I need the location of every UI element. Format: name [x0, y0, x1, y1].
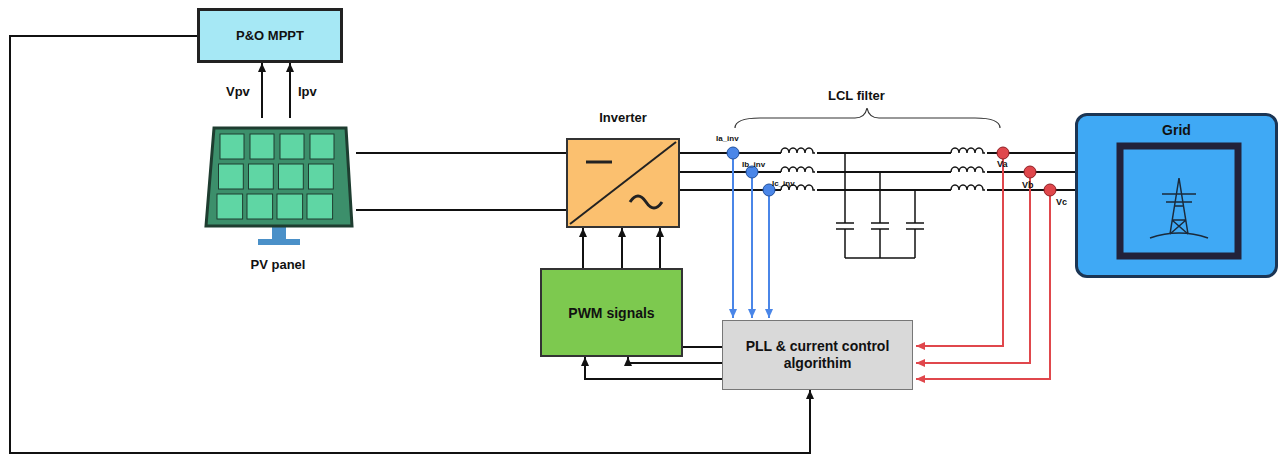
signal-name: Vc — [1056, 197, 1067, 207]
connector — [628, 357, 722, 363]
capacitor-symbols — [836, 153, 924, 258]
signal-name: Ib_inv — [742, 160, 765, 169]
filter-label: LCL filter — [828, 88, 885, 103]
current-sense-wires — [733, 159, 769, 318]
voltage-sensors — [997, 147, 1056, 196]
process-box: PLL & current control algorithim — [722, 320, 913, 390]
connector — [356, 152, 566, 154]
node-text: Inverter — [566, 110, 680, 132]
node-text: P&O MPPT — [236, 28, 304, 43]
current-sensors — [727, 147, 775, 196]
connector — [680, 171, 1075, 173]
inverter-block: Inverter — [566, 110, 680, 228]
inverter-box — [566, 138, 680, 228]
connector — [261, 63, 263, 118]
connector — [356, 209, 566, 211]
grid-art — [1078, 116, 1275, 275]
signal-name: Ia_inv — [716, 134, 739, 143]
signal-name: Va — [997, 159, 1008, 169]
grid-block: Grid — [1075, 113, 1278, 278]
connector — [582, 228, 584, 268]
edge-label: Vpv — [226, 84, 250, 99]
connector — [585, 357, 722, 379]
connector — [659, 228, 661, 268]
connector — [621, 228, 623, 268]
node-text: PWM signals — [568, 305, 654, 321]
pv-panel-art — [200, 118, 356, 272]
pv-panel: PV panel — [200, 118, 356, 272]
signal-name: Vb — [1022, 180, 1034, 190]
node-text: PV panel — [200, 257, 356, 272]
inductor-symbols — [781, 146, 987, 192]
signal-name: Ic_inv — [772, 179, 795, 188]
process-box: P&O MPPT — [197, 8, 343, 63]
voltage-sense-wires — [916, 159, 1050, 379]
node-text: Grid — [1078, 122, 1275, 138]
connector — [10, 36, 810, 453]
process-box: PWM signals — [540, 268, 683, 357]
connector — [680, 189, 1075, 191]
edge-label: Ipv — [298, 84, 317, 99]
connector — [289, 63, 291, 118]
node-text: PLL & current control algorithim — [735, 338, 900, 373]
filter-bracket — [735, 108, 1000, 128]
inverter-symbol — [568, 140, 678, 226]
